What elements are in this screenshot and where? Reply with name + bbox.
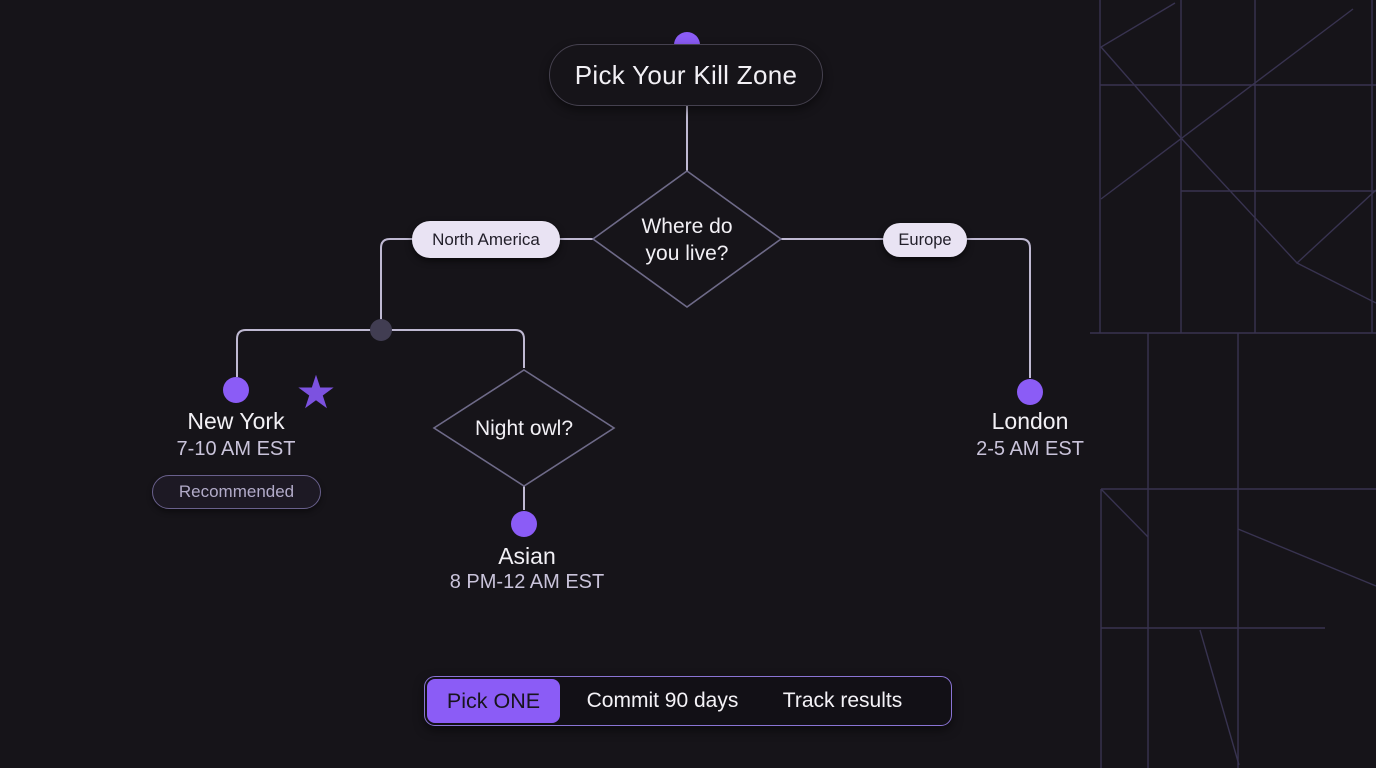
london-time: 2-5 AM EST bbox=[976, 438, 1084, 460]
branch-europe: Europe bbox=[883, 223, 967, 257]
london-name: London bbox=[991, 408, 1069, 434]
page-title: Pick Your Kill Zone bbox=[549, 44, 823, 106]
recommended-badge: Recommended bbox=[152, 475, 321, 509]
footer-pick-one-segment: Pick ONE bbox=[427, 679, 560, 723]
decision-root-line1: Where do bbox=[641, 215, 733, 238]
asian-node-dot bbox=[511, 511, 537, 537]
branch-north-america: North America bbox=[412, 221, 560, 258]
footer-rule-bar: Pick ONE Commit 90 days Track results bbox=[424, 676, 952, 726]
decision-root-label: Where do you live? bbox=[587, 213, 787, 268]
asian-time: 8 PM-12 AM EST bbox=[449, 571, 605, 593]
recommended-badge-label: Recommended bbox=[178, 482, 295, 501]
footer-commit-item: Commit 90 days bbox=[586, 689, 739, 712]
junction-dot bbox=[370, 319, 392, 341]
branch-north-america-label: North America bbox=[432, 229, 540, 249]
connector-root-to-right bbox=[781, 238, 1031, 378]
new-york-name: New York bbox=[187, 408, 285, 434]
decision-root-line2: you live? bbox=[645, 242, 729, 266]
new-york-node-dot bbox=[223, 377, 249, 403]
branch-europe-label: Europe bbox=[898, 230, 952, 249]
connector-left-split bbox=[236, 329, 525, 377]
footer-track-item: Track results bbox=[782, 689, 903, 712]
london-node-dot bbox=[1017, 379, 1043, 405]
decision-night-label: Night owl? bbox=[474, 417, 574, 440]
asian-name: Asian bbox=[498, 543, 556, 569]
page-title-label: Pick Your Kill Zone bbox=[574, 59, 798, 90]
star-icon: ★ bbox=[295, 366, 337, 418]
new-york-time: 7-10 AM EST bbox=[176, 438, 296, 460]
